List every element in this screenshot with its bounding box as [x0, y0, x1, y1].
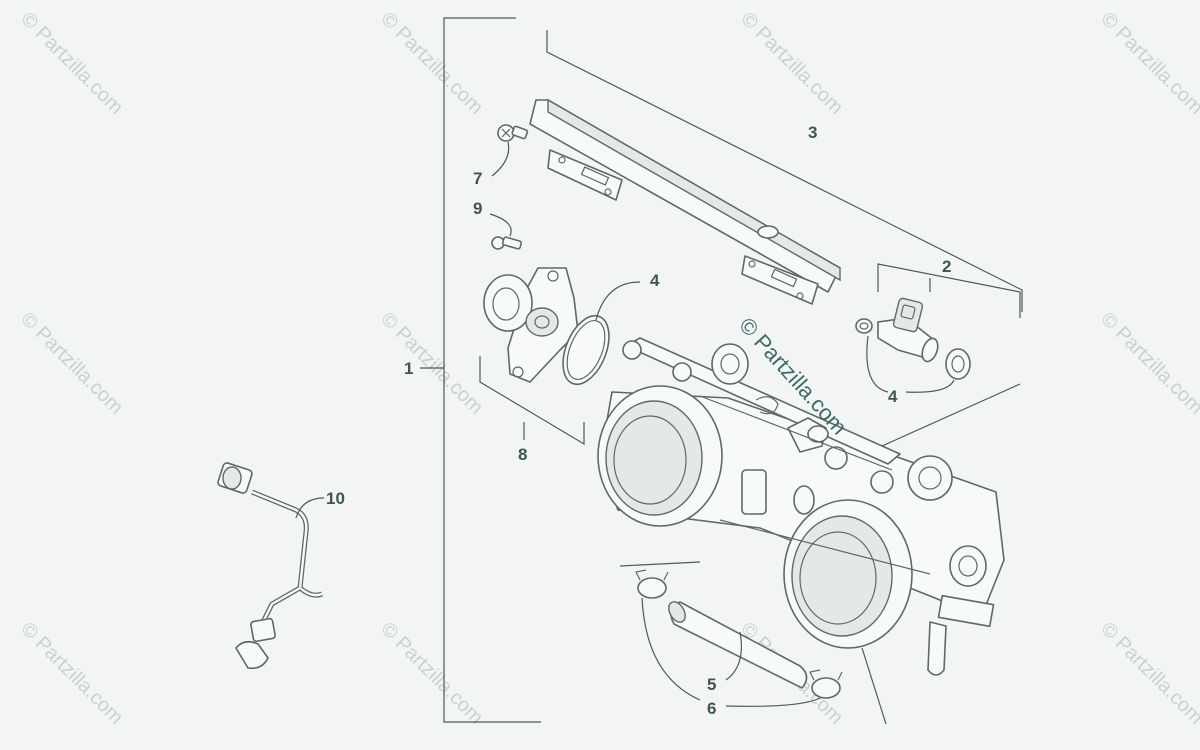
screw-7-part: [497, 124, 529, 142]
injector-part: [855, 297, 971, 380]
hose-clamp-part: [635, 569, 843, 699]
leader-2: [877, 263, 1021, 318]
leader-7: [491, 141, 510, 177]
leader-9: [489, 213, 512, 237]
watermark-tile: © Partzilla.com: [16, 8, 127, 119]
callout-3: 3: [808, 123, 817, 142]
watermark-tiles: © Partzilla.com © Partzilla.com © Partzi…: [16, 8, 1200, 729]
leader-10: [295, 497, 325, 519]
watermark-tile: © Partzilla.com: [1096, 8, 1200, 119]
throttle-body-part: [597, 337, 1005, 676]
watermark-tile: © Partzilla.com: [376, 8, 487, 119]
leader-4-right: [866, 335, 955, 393]
fuel-rail-part: [529, 98, 841, 305]
leader-5: [725, 631, 742, 681]
o-ring-part: [562, 314, 610, 386]
assembly-bracket: [420, 17, 541, 723]
watermark-tile: © Partzilla.com: [736, 8, 847, 119]
watermark-tile: © Partzilla.com: [1096, 618, 1200, 729]
callout-5: 5: [707, 675, 716, 694]
leader-3: [546, 30, 1023, 312]
callout-1: 1: [404, 359, 413, 378]
leader-8: [479, 356, 585, 446]
leader-6: [641, 597, 821, 707]
callout-4-right: 4: [888, 387, 898, 406]
screw-9-part: [491, 236, 523, 250]
watermark-tile: © Partzilla.com: [1096, 308, 1200, 419]
leader-1-right: [619, 383, 1021, 725]
callout-8: 8: [518, 445, 527, 464]
callout-6: 6: [707, 699, 716, 718]
watermark-tile: © Partzilla.com: [376, 308, 487, 419]
watermark-tile: © Partzilla.com: [16, 618, 127, 729]
vent-pipe-part: [217, 462, 323, 670]
callout-2: 2: [942, 257, 951, 276]
leader-4-left: [595, 281, 641, 321]
throttle-sensor-part: [483, 267, 579, 383]
callout-4-left: 4: [650, 271, 660, 290]
watermark-tile: © Partzilla.com: [16, 308, 127, 419]
callout-7: 7: [473, 169, 482, 188]
hose-part: [668, 601, 808, 689]
callout-10: 10: [326, 489, 345, 508]
callout-9: 9: [473, 199, 482, 218]
watermark-tile: © Partzilla.com: [376, 618, 487, 729]
